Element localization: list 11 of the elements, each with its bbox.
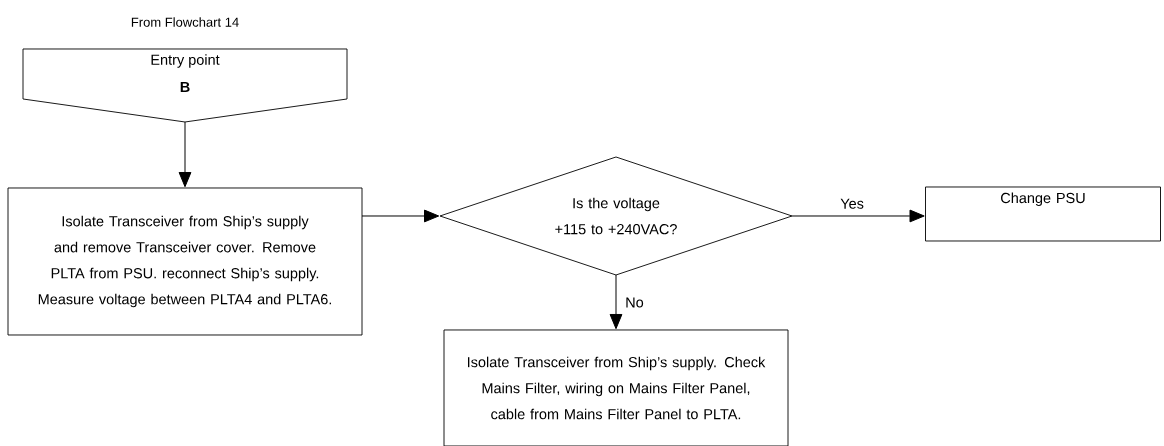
edge-label: No bbox=[624, 296, 645, 309]
arrow bbox=[361, 209, 440, 223]
process-box: Change PSU bbox=[925, 186, 1161, 242]
process-box: Isolate Transceiver from Ship’s supply. Check Mains Filter, wiring on Mains Filter Panel, cable from Mains Filter Panel to PLTA. bbox=[443, 329, 789, 446]
arrow bbox=[791, 209, 925, 223]
entry-connector: From Flowchart 14 Entry point B bbox=[22, 17, 348, 123]
arrow bbox=[609, 274, 623, 330]
edge-label: Yes bbox=[839, 197, 865, 210]
node-label: From Flowchart 14 bbox=[131, 17, 239, 27]
arrow bbox=[178, 121, 192, 188]
process-box: Isolate Transceiver from Ship’s supply and remove Transceiver cover. Remove PLTA from PSU. reconnect Ship’s supply. Measure voltage between PLTA4 and PLTA6. bbox=[7, 187, 363, 336]
